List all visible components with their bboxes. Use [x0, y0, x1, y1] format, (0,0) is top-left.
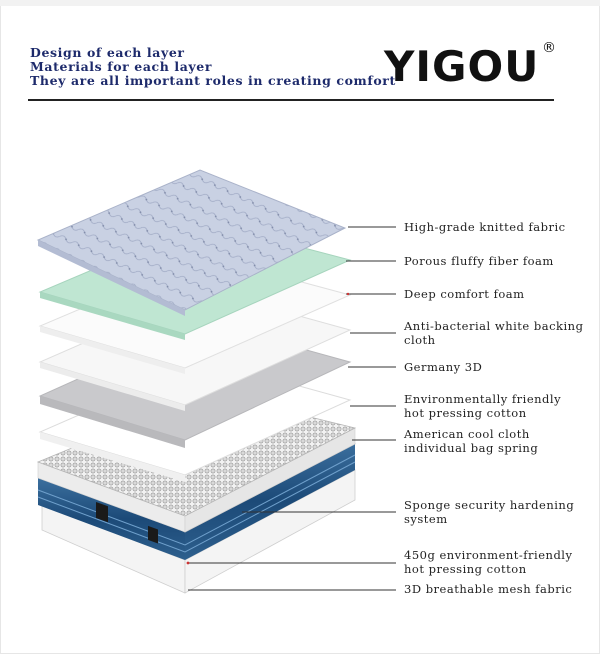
leader-dots [186, 292, 350, 565]
leader-lines [188, 226, 396, 591]
header-line-1: Design of each layer [30, 45, 185, 60]
knitted-fabric-layer [36, 169, 347, 311]
header-text: Design of each layer Materials for each … [30, 46, 396, 88]
layer-label-2: Porous fluffy fiber foam [404, 254, 554, 268]
layer-label-6: Environmentally friendly [404, 392, 562, 406]
registered-mark: ® [542, 40, 556, 56]
layer-label-3: Deep comfort foam [404, 287, 525, 301]
layer-label-7: American cool cloth [404, 427, 530, 441]
layer-label-5: Germany 3D [404, 360, 483, 374]
layer-label-9b: hot pressing cotton [404, 562, 527, 576]
layer-label-9: 450g environment-friendly [404, 548, 573, 562]
layer-label-10: 3D breathable mesh fabric [404, 582, 573, 596]
layer-label-6b: hot pressing cotton [404, 406, 527, 420]
layer-label-4b: cloth [404, 333, 436, 347]
layer-label-8b: system [404, 512, 448, 526]
header-line-3: They are all important roles in creating… [30, 73, 396, 88]
layer-label-8: Sponge security hardening [404, 498, 575, 512]
brand-logo: YIGOU [384, 42, 540, 91]
layer-label-7b: individual bag spring [404, 441, 539, 455]
layer-label-1: High-grade knitted fabric [404, 220, 566, 234]
top-band [0, 0, 600, 6]
layer-label-4: Anti-bacterial white backing [404, 319, 584, 333]
header-line-2: Materials for each layer [30, 59, 213, 74]
header-rule [28, 99, 554, 101]
